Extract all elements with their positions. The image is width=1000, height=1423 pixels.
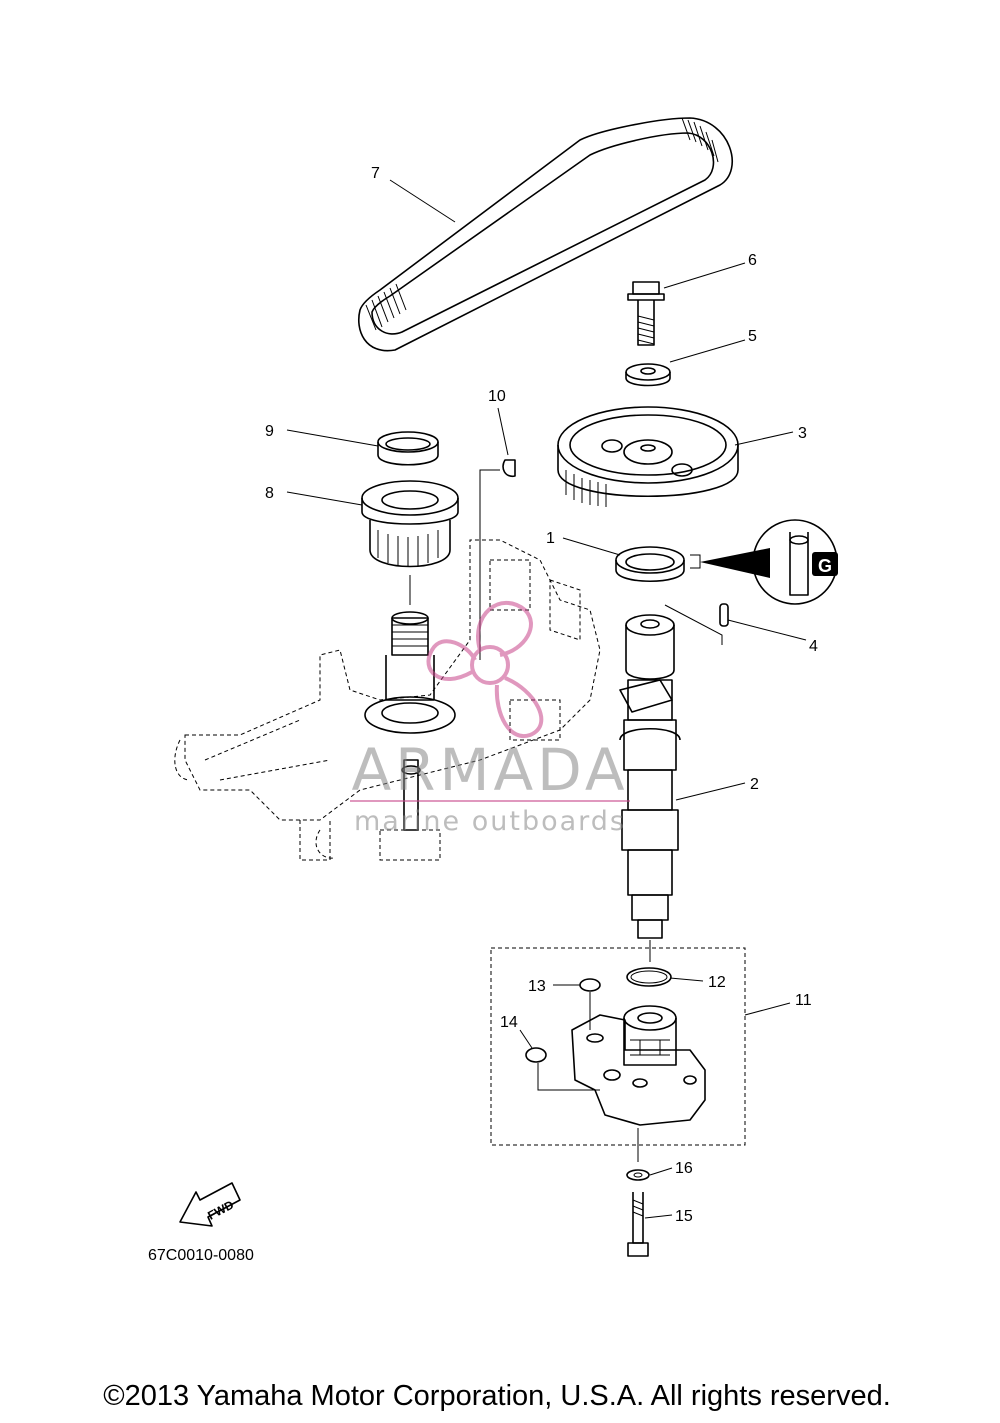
label-part-13: 13 bbox=[528, 978, 546, 995]
label-part-15: 15 bbox=[675, 1208, 693, 1225]
washer-5 bbox=[625, 363, 671, 387]
label-part-5: 5 bbox=[748, 328, 757, 345]
part-labels: 7 6 5 3 10 9 8 1 4 2 12 11 13 14 16 15 bbox=[265, 165, 818, 1225]
pin-4 bbox=[664, 603, 729, 645]
watermark-tagline: marine outboards bbox=[354, 806, 626, 837]
fwd-label: FWD bbox=[205, 1197, 236, 1222]
label-part-10: 10 bbox=[488, 388, 506, 405]
grease-callout: G bbox=[752, 519, 838, 605]
washer-16 bbox=[626, 1169, 650, 1181]
crankcase bbox=[174, 539, 601, 861]
figure-code: 67C0010-0080 bbox=[148, 1247, 254, 1264]
oil-seal-1 bbox=[615, 546, 770, 583]
fwd-arrow-icon: FWD bbox=[179, 1182, 241, 1227]
label-part-3: 3 bbox=[798, 425, 807, 442]
oil-pump-body bbox=[571, 1005, 706, 1126]
label-part-11: 11 bbox=[795, 992, 812, 1009]
bolt-6 bbox=[627, 281, 665, 346]
label-part-1: 1 bbox=[546, 530, 555, 547]
camshaft-2 bbox=[619, 614, 681, 962]
copyright-notice: ©2013 Yamaha Motor Corporation, U.S.A. A… bbox=[103, 1380, 891, 1412]
o-ring-14 bbox=[525, 1047, 547, 1063]
timing-belt bbox=[358, 117, 734, 352]
label-part-9: 9 bbox=[265, 423, 274, 440]
crankshaft bbox=[364, 611, 456, 831]
label-part-4: 4 bbox=[809, 638, 818, 655]
label-part-14: 14 bbox=[500, 1014, 518, 1031]
label-part-7: 7 bbox=[371, 165, 380, 182]
armada-watermark: ARMADA marine outboards bbox=[350, 600, 630, 837]
leader-lines bbox=[286, 179, 807, 1219]
bolt-15 bbox=[627, 1192, 649, 1257]
drive-pulley-8 bbox=[361, 480, 459, 605]
propeller-logo-icon bbox=[426, 600, 544, 739]
label-part-16: 16 bbox=[675, 1160, 693, 1177]
label-part-6: 6 bbox=[748, 252, 757, 269]
label-part-2: 2 bbox=[750, 776, 759, 793]
label-part-12: 12 bbox=[708, 974, 726, 991]
pulley-3 bbox=[557, 406, 739, 507]
seal-9 bbox=[377, 431, 439, 466]
svg-text:G: G bbox=[818, 556, 832, 576]
watermark-brand: ARMADA bbox=[351, 736, 628, 804]
o-ring-13 bbox=[579, 978, 601, 992]
key-10 bbox=[479, 459, 516, 660]
o-ring-12 bbox=[626, 967, 672, 987]
label-part-8: 8 bbox=[265, 485, 274, 502]
